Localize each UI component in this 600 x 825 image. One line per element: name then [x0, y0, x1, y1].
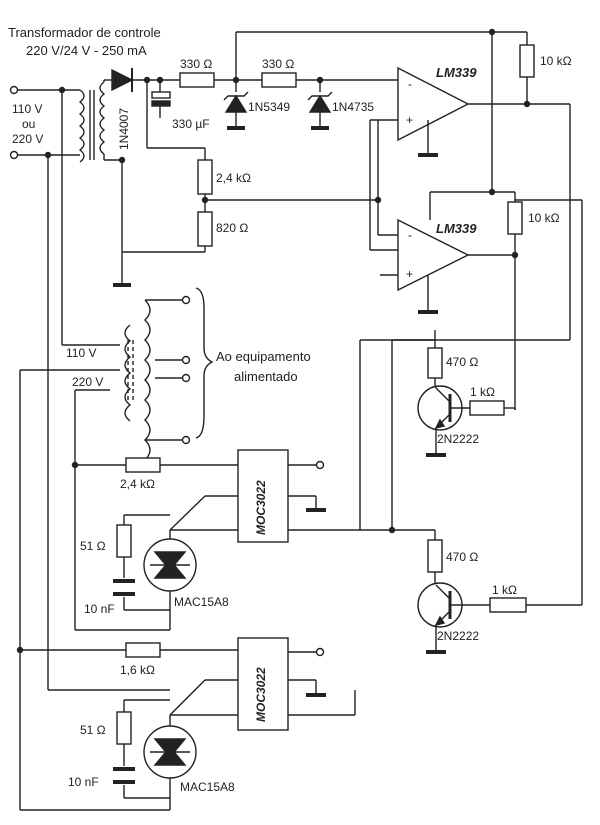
transformer-title: Transformador de controle	[8, 25, 161, 40]
capacitor-330uf	[151, 80, 171, 118]
resistor-2k4-divider	[197, 159, 213, 195]
resistor-820	[197, 211, 213, 247]
r10k-a-label: 10 kΩ	[540, 54, 572, 68]
transformer-spec: 220 V/24 V - 250 mA	[26, 43, 147, 58]
triac-mac15a8-2	[143, 715, 197, 810]
r2k4-divider-label: 2,4 kΩ	[216, 171, 251, 185]
comparator-1	[397, 66, 495, 157]
resistor-2k4-gate	[125, 457, 161, 473]
zener2-label: 1N4735	[332, 100, 375, 114]
diode-1n4007	[111, 68, 134, 92]
r470b-label: 470 Ω	[446, 550, 479, 564]
resistor-51-b	[116, 711, 132, 745]
control-transformer	[78, 80, 106, 163]
comp2-plus: +	[406, 267, 414, 281]
r2k4-gate-label: 2,4 kΩ	[120, 477, 155, 491]
cap10n-a-label: 10 nF	[84, 602, 115, 616]
q1-label: 2N2222	[437, 432, 480, 446]
r1k6-label: 1,6 kΩ	[120, 663, 155, 677]
r10k-b-label: 10 kΩ	[528, 211, 560, 225]
r1kb-label: 1 kΩ	[492, 583, 517, 597]
moc2-label: MOC3022	[254, 667, 268, 722]
triac-mac15a8-1	[143, 530, 197, 630]
input-voltage-or: ou	[22, 117, 36, 131]
comparator2-label: LM339	[436, 221, 477, 236]
r1ka-label: 1 kΩ	[470, 385, 495, 399]
r820-label: 820 Ω	[216, 221, 249, 235]
zener-1n5349	[223, 80, 249, 130]
output-note-2: alimentado	[234, 369, 298, 384]
comp1-plus: +	[406, 113, 414, 127]
comparator-2	[397, 218, 515, 314]
tap-220-label: 220 V	[72, 375, 104, 389]
mains-input	[9, 85, 80, 345]
r51a-label: 51 Ω	[80, 539, 106, 553]
resistor-51-a	[116, 524, 132, 558]
output-note-1: Ao equipamento	[216, 349, 311, 364]
comp1-minus: -	[408, 77, 412, 91]
input-voltage-110: 110 V	[12, 102, 43, 116]
triac2-label: MAC15A8	[180, 780, 235, 794]
transistor-2n2222-2	[417, 582, 463, 654]
r330b-label: 330 Ω	[262, 57, 295, 71]
r470a-label: 470 Ω	[446, 355, 479, 369]
resistor-1k-a	[469, 400, 505, 416]
moc1-label: MOC3022	[254, 480, 268, 535]
q2-label: 2N2222	[437, 629, 480, 643]
cap10n-b-label: 10 nF	[68, 775, 99, 789]
resistor-330-a	[179, 72, 215, 88]
r330a-label: 330 Ω	[180, 57, 213, 71]
cap-label: 330 µF	[172, 117, 210, 131]
r51b-label: 51 Ω	[80, 723, 106, 737]
input-voltage-220: 220 V	[12, 132, 44, 146]
comparator1-label: LM339	[436, 65, 477, 80]
zener-1n4735	[307, 80, 333, 130]
resistor-1k6	[125, 642, 161, 658]
triac1-label: MAC15A8	[174, 595, 229, 609]
diode-label: 1N4007	[117, 107, 131, 150]
resistor-470-b	[427, 539, 443, 573]
resistor-1k-b	[489, 597, 527, 613]
comp2-minus: -	[408, 228, 412, 242]
zener1-label: 1N5349	[248, 100, 291, 114]
resistor-470-a	[427, 347, 443, 379]
power-transformer	[124, 287, 214, 461]
resistor-10k-a	[519, 44, 535, 78]
optocoupler-moc3022-2	[237, 637, 289, 731]
resistor-330-b	[261, 72, 297, 88]
tap-110-label: 110 V	[66, 346, 97, 360]
resistor-10k-b	[507, 201, 523, 235]
